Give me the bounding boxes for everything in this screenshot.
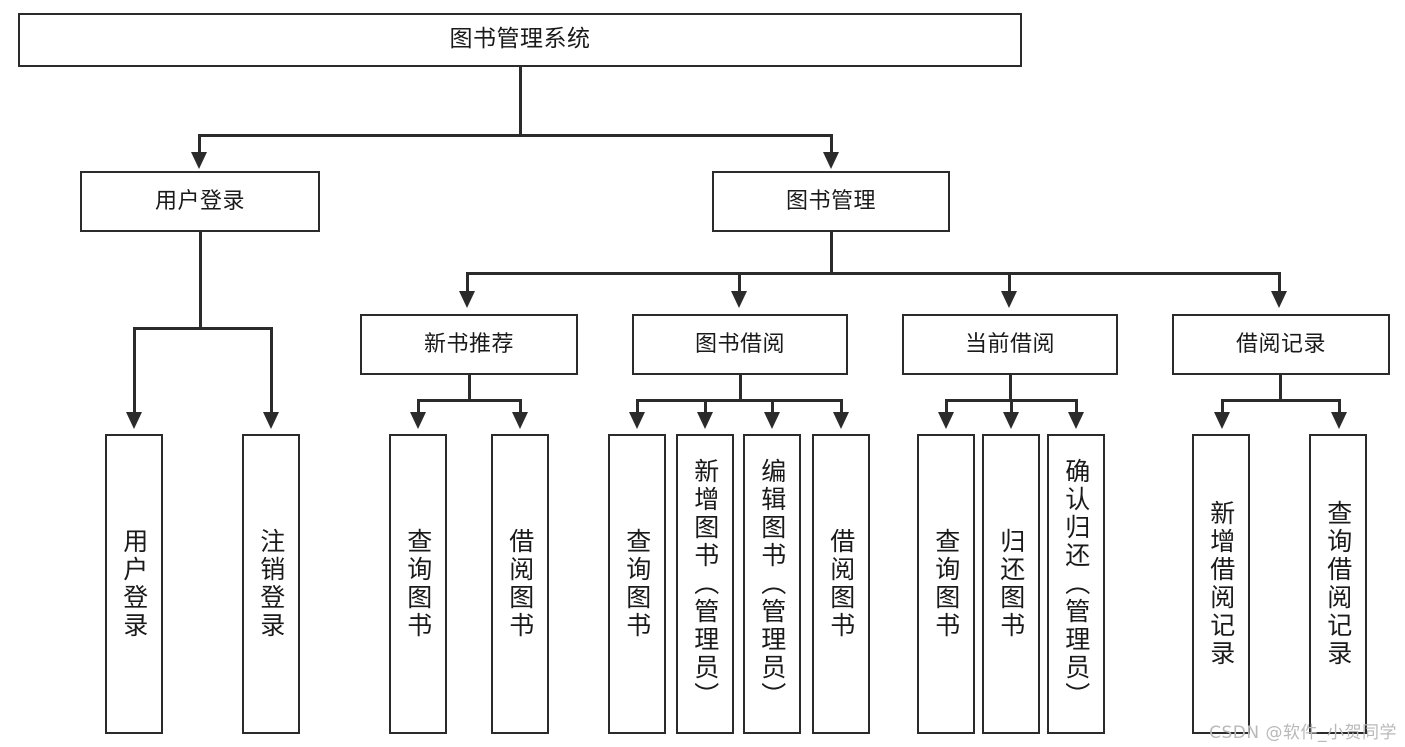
arrowhead-bm-to-current-borrow [1001, 291, 1017, 308]
leaf-user-login-0[interactable]: 用户登录 [105, 434, 163, 734]
edge-book-management-stem [830, 232, 833, 274]
edge-bm-to-borrow-record [1278, 272, 1281, 296]
edge-bb-to-leaf-2 [771, 399, 774, 417]
node-label: 新增借阅记录 [1206, 500, 1236, 668]
leaf-current-borrow-2[interactable]: 确认归还（管理员） [1047, 434, 1105, 734]
node-label: 用户登录 [119, 528, 149, 640]
node-book-borrow[interactable]: 图书借阅 [632, 314, 848, 375]
node-label: 图书借阅 [694, 331, 785, 357]
edge-new-book-stem [468, 375, 471, 401]
edge-cb-to-leaf-0 [945, 399, 948, 417]
edge-root-to-book-management [830, 134, 833, 158]
node-borrow-record[interactable]: 借阅记录 [1172, 314, 1390, 375]
edge-bb-to-leaf-3 [840, 399, 843, 417]
edge-book-borrow-stem [739, 375, 742, 401]
arrowhead-bb-to-leaf-0 [629, 412, 645, 429]
arrowhead-user-login-to-leaf-0 [126, 412, 142, 429]
node-root-book-management-system[interactable]: 图书管理系统 [18, 13, 1022, 67]
node-label: 借阅图书 [505, 528, 535, 640]
arrowhead-br-to-leaf-1 [1331, 412, 1347, 429]
edge-br-to-leaf-0 [1221, 399, 1224, 417]
arrowhead-nb-to-leaf-0 [410, 412, 426, 429]
node-label: 当前借阅 [964, 331, 1055, 357]
arrowhead-nb-to-leaf-1 [512, 412, 528, 429]
node-label: 注销登录 [256, 528, 286, 640]
edge-root-bus [198, 134, 832, 137]
node-label: 确认归还（管理员） [1061, 458, 1091, 710]
edge-cb-to-leaf-2 [1075, 399, 1078, 417]
edge-bm-to-current-borrow [1008, 272, 1011, 296]
leaf-borrow-record-0[interactable]: 新增借阅记录 [1192, 434, 1250, 734]
edge-br-to-leaf-1 [1338, 399, 1341, 417]
arrowhead-root-to-book-management [823, 152, 839, 169]
node-current-borrow[interactable]: 当前借阅 [902, 314, 1118, 375]
leaf-current-borrow-0[interactable]: 查询图书 [917, 434, 975, 734]
node-label: 查询图书 [622, 528, 652, 640]
edge-user-login-bus [133, 327, 272, 330]
node-label: 新书推荐 [423, 331, 514, 357]
leaf-borrow-record-1[interactable]: 查询借阅记录 [1309, 434, 1367, 734]
node-label: 归还图书 [996, 528, 1026, 640]
arrowhead-user-login-to-leaf-1 [263, 412, 279, 429]
leaf-book-borrow-0[interactable]: 查询图书 [608, 434, 666, 734]
edge-borrow-record-stem [1279, 375, 1282, 401]
edge-book-borrow-bus [636, 399, 842, 402]
node-user-login[interactable]: 用户登录 [80, 171, 320, 232]
arrowhead-cb-to-leaf-1 [1003, 412, 1019, 429]
edge-book-management-bus [466, 272, 1280, 275]
edge-root-stem [519, 67, 522, 135]
node-label: 用户登录 [154, 188, 245, 214]
edge-root-to-user-login [198, 134, 201, 158]
arrowhead-bm-to-new-book [459, 291, 475, 308]
arrowhead-bm-to-book-borrow [731, 291, 747, 308]
node-book-management[interactable]: 图书管理 [712, 171, 950, 232]
leaf-book-borrow-1[interactable]: 新增图书（管理员） [676, 434, 734, 734]
node-label: 借阅图书 [826, 528, 856, 640]
edge-bb-to-leaf-1 [704, 399, 707, 417]
node-label: 图书管理 [785, 188, 876, 214]
edge-new-book-bus [417, 399, 521, 402]
edge-user-login-stem [199, 232, 202, 328]
node-label: 新增图书（管理员） [690, 458, 720, 710]
edge-bb-to-leaf-0 [636, 399, 639, 417]
edge-current-borrow-stem [1009, 375, 1012, 401]
arrowhead-bb-to-leaf-3 [833, 412, 849, 429]
arrowhead-cb-to-leaf-2 [1068, 412, 1084, 429]
node-label: 查询借阅记录 [1323, 500, 1353, 668]
node-label: 编辑图书（管理员） [757, 458, 787, 710]
arrowhead-bb-to-leaf-1 [697, 412, 713, 429]
edge-borrow-record-bus [1221, 399, 1340, 402]
watermark-text: CSDN @软件_小贺同学 [1209, 723, 1397, 743]
edge-nb-to-leaf-1 [519, 399, 522, 417]
edge-bm-to-new-book [466, 272, 469, 296]
leaf-user-login-1[interactable]: 注销登录 [242, 434, 300, 734]
leaf-book-borrow-2[interactable]: 编辑图书（管理员） [743, 434, 801, 734]
arrowhead-br-to-leaf-0 [1214, 412, 1230, 429]
leaf-current-borrow-1[interactable]: 归还图书 [982, 434, 1040, 734]
node-label: 查询图书 [931, 528, 961, 640]
node-label: 图书管理系统 [449, 26, 591, 53]
edge-cb-to-leaf-1 [1010, 399, 1013, 417]
leaf-new-book-1[interactable]: 借阅图书 [491, 434, 549, 734]
edge-user-login-to-leaf-0 [133, 327, 136, 417]
arrowhead-cb-to-leaf-0 [938, 412, 954, 429]
arrowhead-bb-to-leaf-2 [764, 412, 780, 429]
arrowhead-bm-to-borrow-record [1271, 291, 1287, 308]
arrowhead-root-to-user-login [191, 152, 207, 169]
node-label: 借阅记录 [1235, 331, 1326, 357]
node-new-book-recommend[interactable]: 新书推荐 [360, 314, 578, 375]
leaf-new-book-0[interactable]: 查询图书 [389, 434, 447, 734]
edge-nb-to-leaf-0 [417, 399, 420, 417]
edge-bm-to-book-borrow [738, 272, 741, 296]
edge-user-login-to-leaf-1 [270, 327, 273, 417]
node-label: 查询图书 [403, 528, 433, 640]
leaf-book-borrow-3[interactable]: 借阅图书 [812, 434, 870, 734]
